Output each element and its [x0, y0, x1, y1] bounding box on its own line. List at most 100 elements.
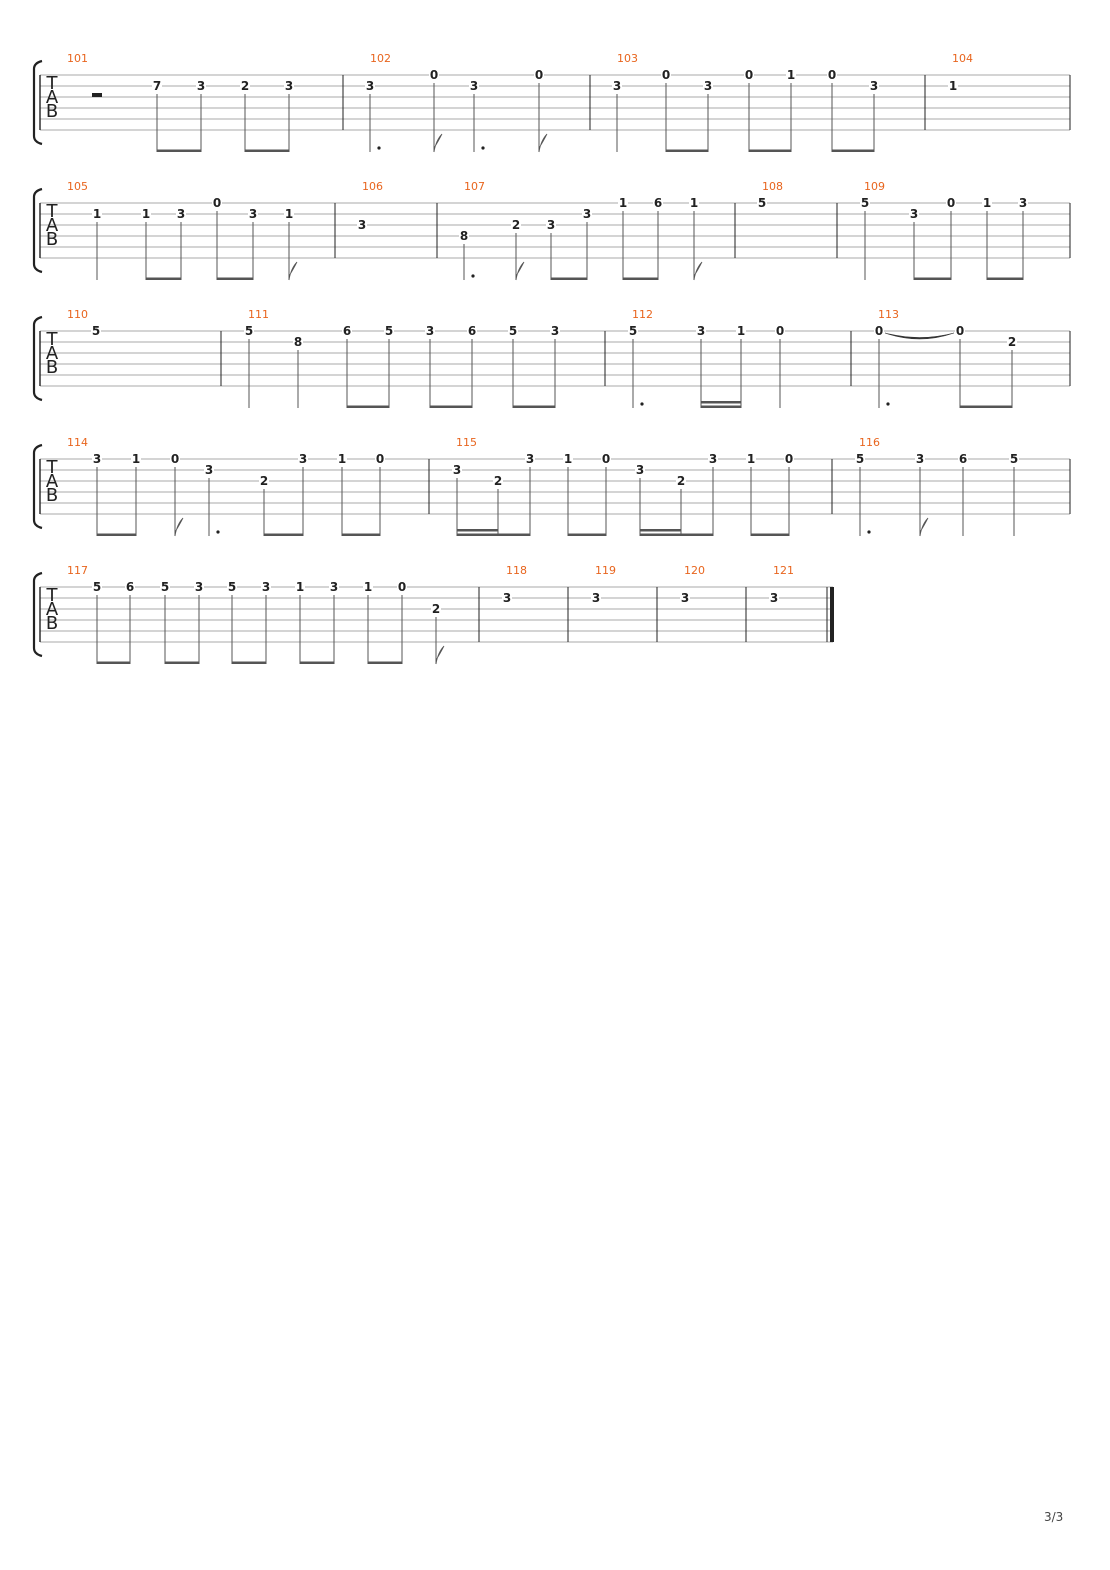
- fret-number: 2: [432, 602, 440, 616]
- fret-number-background: [550, 324, 560, 336]
- fret-number-background: [676, 474, 686, 486]
- secondary-beam: [701, 401, 741, 404]
- measure-number: 101: [67, 52, 88, 65]
- fret-number-background: [786, 68, 796, 80]
- tab-clef-letter: B: [46, 101, 58, 122]
- system-bracket: [32, 315, 43, 402]
- fret-number: 3: [870, 79, 878, 93]
- fret-number-background: [397, 580, 407, 592]
- fret-number-background: [948, 79, 958, 91]
- fret-number-background: [703, 79, 713, 91]
- fret-number: 5: [856, 452, 864, 466]
- fret-number: 0: [828, 68, 836, 82]
- secondary-beam: [457, 529, 498, 532]
- fret-number: 1: [132, 452, 140, 466]
- tab-clef-letter: A: [46, 343, 59, 364]
- fret-number-background: [212, 196, 222, 208]
- measure-number: 118: [506, 564, 527, 577]
- fret-number-background: [329, 580, 339, 592]
- fret-number-background: [757, 196, 767, 208]
- fret-number: 3: [503, 591, 511, 605]
- fret-number: 1: [949, 79, 957, 93]
- fret-number-background: [248, 207, 258, 219]
- tab-clef-letter: T: [46, 457, 59, 478]
- fret-number: 3: [197, 79, 205, 93]
- eighth-note-flag: [515, 261, 525, 281]
- fret-number: 1: [747, 452, 755, 466]
- fret-number-background: [429, 68, 439, 80]
- fret-number: 1: [690, 196, 698, 210]
- fret-number: 0: [213, 196, 221, 210]
- fret-number: 3: [285, 79, 293, 93]
- fret-number-background: [680, 591, 690, 603]
- fret-number-background: [784, 452, 794, 464]
- fret-number: 1: [142, 207, 150, 221]
- beam: [987, 277, 1023, 280]
- beam: [457, 533, 530, 536]
- fret-number: 6: [959, 452, 967, 466]
- beam: [513, 405, 555, 408]
- fret-number: 0: [171, 452, 179, 466]
- fret-number: 0: [430, 68, 438, 82]
- fret-number-background: [635, 463, 645, 475]
- fret-number: 0: [875, 324, 883, 338]
- fret-number: 1: [564, 452, 572, 466]
- eighth-note-flag: [433, 133, 443, 153]
- fret-number-background: [92, 452, 102, 464]
- fret-number-background: [855, 452, 865, 464]
- fret-number: 3: [205, 463, 213, 477]
- beam: [701, 405, 741, 408]
- measure-number: 111: [248, 308, 269, 321]
- fret-number-background: [141, 207, 151, 219]
- dotted-note-dot: [640, 402, 644, 406]
- measure-number: 114: [67, 436, 88, 449]
- fret-number: 5: [861, 196, 869, 210]
- fret-number-background: [261, 580, 271, 592]
- fret-number-background: [563, 452, 573, 464]
- eighth-note-flag: [174, 517, 184, 537]
- fret-number: 1: [285, 207, 293, 221]
- fret-number-background: [160, 580, 170, 592]
- beam: [97, 661, 130, 664]
- fret-number-background: [244, 324, 254, 336]
- beam: [146, 277, 181, 280]
- fret-number: 5: [161, 580, 169, 594]
- fret-number: 5: [758, 196, 766, 210]
- fret-number-background: [582, 207, 592, 219]
- measure-number: 102: [370, 52, 391, 65]
- beam: [232, 661, 266, 664]
- fret-number: 0: [535, 68, 543, 82]
- fret-number: 3: [613, 79, 621, 93]
- fret-number: 3: [195, 580, 203, 594]
- beam: [264, 533, 303, 536]
- fret-number-background: [744, 68, 754, 80]
- beam: [368, 661, 402, 664]
- dotted-note-dot: [216, 530, 220, 534]
- fret-number-background: [357, 218, 367, 230]
- fret-number: 3: [583, 207, 591, 221]
- measure-number: 119: [595, 564, 616, 577]
- beam: [342, 533, 380, 536]
- tab-clef-letter: A: [46, 599, 59, 620]
- fret-number: 6: [343, 324, 351, 338]
- system-bracket: [32, 443, 43, 530]
- measure-number: 113: [878, 308, 899, 321]
- secondary-beam: [640, 529, 681, 532]
- fret-number: 1: [787, 68, 795, 82]
- eighth-note-flag: [538, 133, 548, 153]
- fret-number-background: [909, 207, 919, 219]
- fret-number: 2: [494, 474, 502, 488]
- fret-number: 0: [376, 452, 384, 466]
- fret-number-background: [946, 196, 956, 208]
- fret-number-background: [176, 207, 186, 219]
- fret-number: 2: [1008, 335, 1016, 349]
- fret-number: 0: [785, 452, 793, 466]
- fret-number-background: [204, 463, 214, 475]
- fret-number: 3: [330, 580, 338, 594]
- measure-number: 120: [684, 564, 705, 577]
